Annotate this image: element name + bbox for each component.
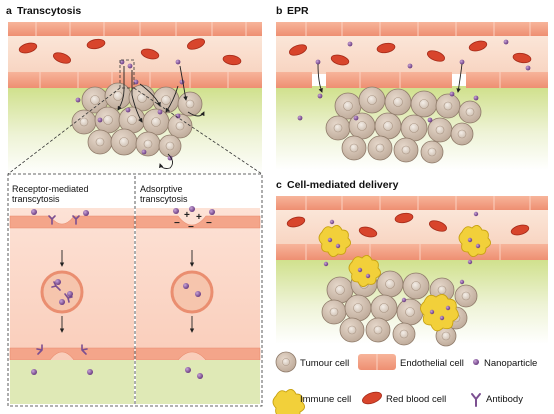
receptor-inset — [9, 208, 135, 404]
receptor-label-line1: Receptor-mediated — [12, 184, 89, 194]
legend-nanoparticle-label: Nanoparticle — [484, 358, 537, 369]
immune-cells — [318, 225, 491, 332]
leaky-endothelium — [276, 72, 548, 88]
legend-immune-cell-label: Immune cell — [300, 394, 351, 405]
legend-endothelial-cell: Endothelial cell — [358, 354, 464, 370]
legend-tumour-cell-label: Tumour cell — [300, 358, 349, 369]
adsorptive-inset: + + − − − — [135, 206, 261, 404]
transport-arrows-a — [117, 65, 205, 169]
endothelium-top — [8, 22, 262, 36]
vessel-lumen — [8, 36, 262, 74]
positive-charge: + — [184, 210, 190, 221]
panel-c-title: Cell-mediated delivery — [287, 179, 399, 191]
legend-endothelial-cell-label: Endothelial cell — [400, 358, 464, 369]
panel-b: b EPR — [276, 5, 548, 170]
legend-red-blood-cell: Red blood cell — [362, 391, 446, 405]
negative-charge: − — [206, 218, 212, 229]
panel-a-title: Transcytosis — [17, 5, 81, 17]
red-blood-cells — [18, 38, 242, 66]
antibody-icon — [471, 393, 481, 407]
zoom-indicator — [7, 59, 263, 407]
panel-b-title: EPR — [287, 5, 309, 17]
legend: Tumour cell Endothelial cell Nanoparticl… — [272, 351, 537, 414]
antibodies — [36, 215, 88, 355]
panel-a-letter: a — [6, 5, 12, 17]
red-blood-cell-icon — [362, 391, 382, 405]
immune-cell-icon — [272, 389, 305, 414]
legend-tumour-cell: Tumour cell — [275, 351, 349, 373]
legend-nanoparticle: Nanoparticle — [473, 358, 537, 369]
legend-immune-cell: Immune cell — [272, 389, 351, 414]
receptor-label-line2: transcytosis — [12, 194, 60, 204]
panel-c: c Cell-mediated delivery — [276, 179, 548, 347]
negative-charge: − — [174, 218, 180, 229]
panel-a: a Transcytosis — [6, 5, 263, 407]
adsorptive-label-line2: transcytosis — [140, 194, 188, 204]
panel-c-letter: c — [276, 179, 282, 191]
adsorptive-label-line1: Adsorptive — [140, 184, 183, 194]
legend-antibody-label: Antibody — [486, 394, 523, 405]
legend-red-blood-cell-label: Red blood cell — [386, 394, 446, 405]
nanoparticle-icon — [473, 359, 479, 365]
nanoparticles-a — [75, 59, 185, 161]
negative-charge: − — [188, 222, 194, 233]
legend-antibody: Antibody — [471, 393, 523, 407]
positive-charge: + — [196, 212, 202, 223]
panel-b-letter: b — [276, 5, 282, 17]
